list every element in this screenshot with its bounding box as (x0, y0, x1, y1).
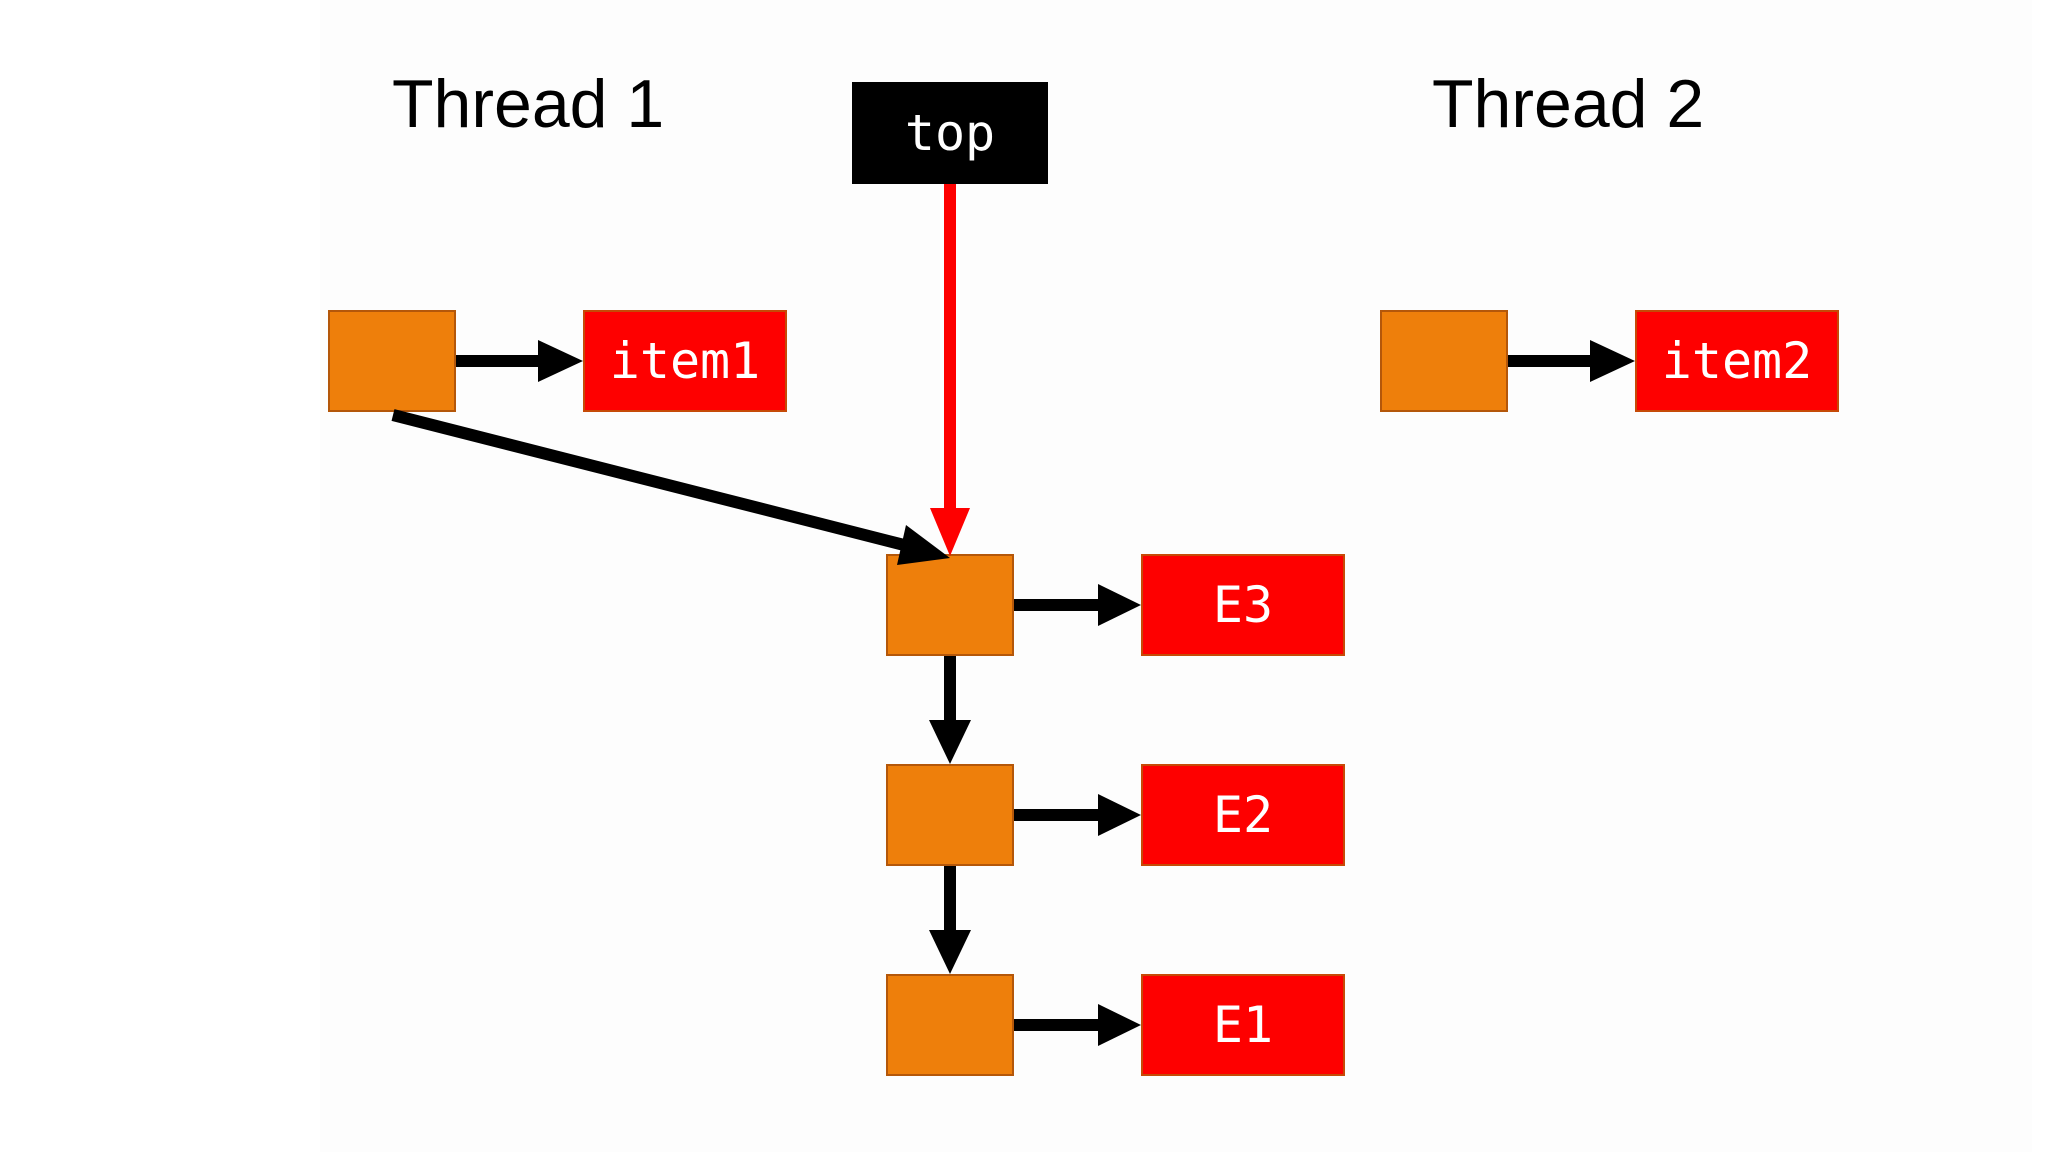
thread-2-node (1380, 310, 1508, 412)
item1-box: item1 (583, 310, 787, 412)
stack-item-e3: E3 (1141, 554, 1345, 656)
stack-item-e2: E2 (1141, 764, 1345, 866)
top-pointer-box: top (852, 82, 1048, 184)
item2-box: item2 (1635, 310, 1839, 412)
stack-item-e1: E1 (1141, 974, 1345, 1076)
thread-2-title: Thread 2 (1432, 66, 1705, 142)
stack-node-e3 (886, 554, 1014, 656)
thread-1-title: Thread 1 (392, 66, 665, 142)
stack-node-e2 (886, 764, 1014, 866)
thread-1-node (328, 310, 456, 412)
stack-node-e1 (886, 974, 1014, 1076)
